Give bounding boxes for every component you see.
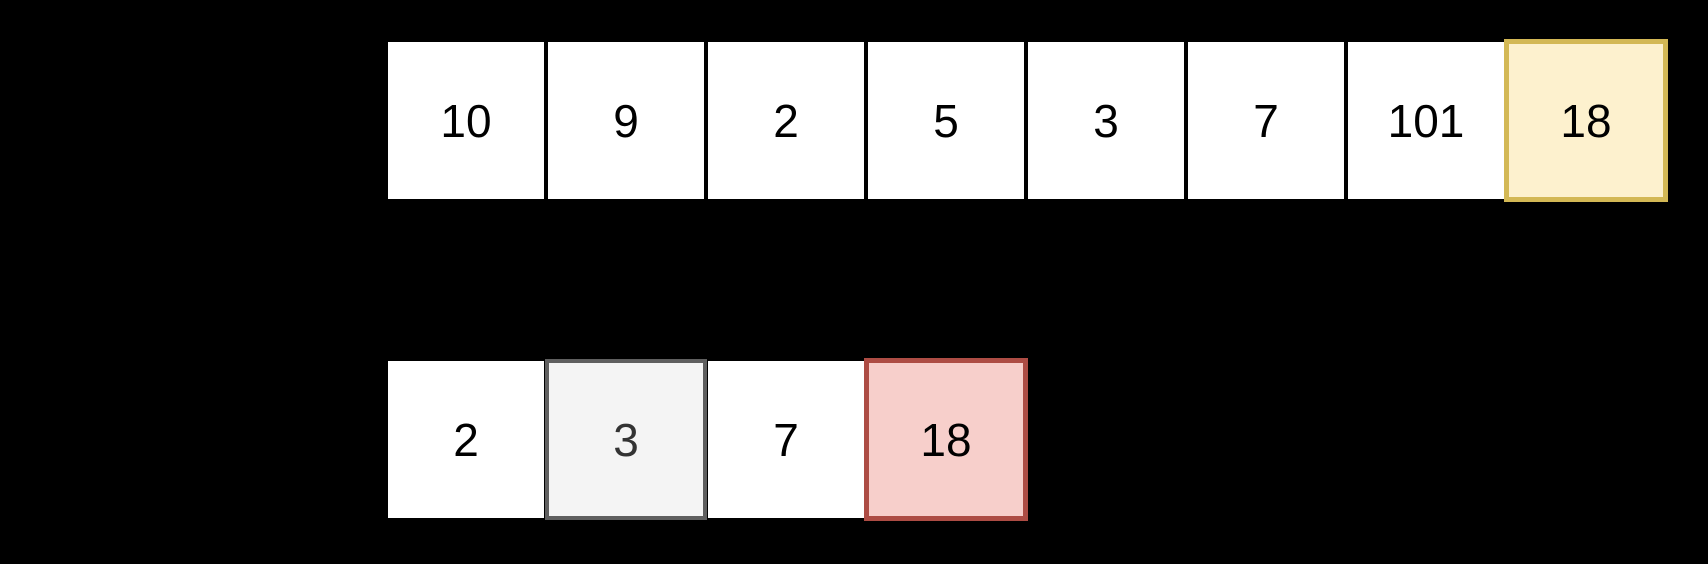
array-cell-highlighted: 3 [545, 359, 707, 520]
subsequence-array-row: 2 3 7 18 [388, 358, 1028, 521]
array-cell: 7 [1188, 42, 1344, 199]
array-cell-highlighted: 18 [864, 358, 1028, 521]
array-cell: 9 [548, 42, 704, 199]
array-cell: 10 [388, 42, 544, 199]
array-cell: 2 [708, 42, 864, 199]
array-cell: 5 [868, 42, 1024, 199]
input-array-row: 10 9 2 5 3 7 101 18 [388, 39, 1668, 202]
array-cell: 7 [708, 361, 864, 518]
array-cell: 101 [1348, 42, 1504, 199]
array-cell-highlighted: 18 [1504, 39, 1668, 202]
array-cell: 3 [1028, 42, 1184, 199]
array-cell: 2 [388, 361, 544, 518]
